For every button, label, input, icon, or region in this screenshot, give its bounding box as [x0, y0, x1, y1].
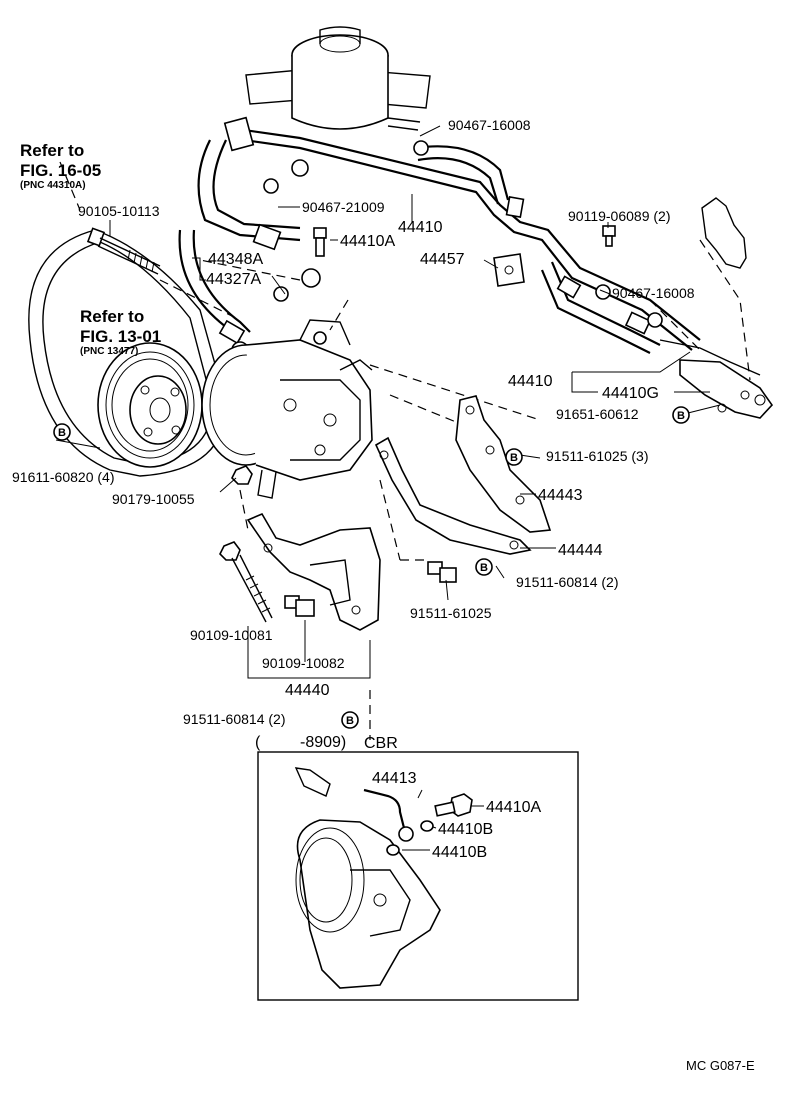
- leader-lines: [55, 125, 721, 851]
- inset-gasket-a: [420, 820, 434, 832]
- pump-bracket-44444: [374, 436, 532, 555]
- steering-gear-housing: [679, 197, 774, 419]
- part-label-90109-10081: 90109-10081: [190, 627, 273, 643]
- vane-pump: [201, 319, 373, 499]
- pnc-note: (PNC 44310A): [20, 180, 86, 191]
- part-label-44410G: 44410G: [602, 385, 659, 402]
- part-label-91511-60814-bottom: 91511-60814 (2): [183, 711, 285, 727]
- part-label-44443: 44443: [538, 487, 583, 504]
- part-label-44413: 44413: [372, 770, 417, 787]
- part-label-44457: 44457: [420, 251, 465, 268]
- bolt-90119: [602, 225, 616, 247]
- part-label-90109-10082: 90109-10082: [262, 655, 345, 671]
- fig-number: FIG. 16-05: [20, 161, 101, 180]
- nut-90179: [231, 465, 253, 485]
- suction-hose: [197, 116, 301, 251]
- fig-number: FIG. 13-01: [80, 327, 161, 346]
- bolt-90105: [86, 227, 161, 275]
- inset-tube-44413: [363, 788, 414, 842]
- bolt-90109-10082: [284, 595, 315, 617]
- pipe-bracket-44457: [493, 253, 525, 287]
- part-label-44410: 44410: [398, 219, 443, 236]
- reference-fig-1605: Refer to FIG. 16-05 (PNC 44310A): [20, 141, 101, 191]
- figure-code: MC G087-E: [686, 1058, 755, 1073]
- part-label-90467-16008: 90467-16008: [448, 117, 531, 133]
- part-label-91511-60814-right: 91511-60814 (2): [516, 574, 618, 590]
- union-bolt-44410A: [313, 227, 327, 257]
- production-range-code: CBR: [364, 735, 398, 752]
- b-badge-icon: B: [341, 711, 359, 729]
- inset-gasket-b: [386, 844, 400, 856]
- drive-belt: [28, 229, 226, 477]
- part-label-91651-60612: 91651-60612: [556, 406, 639, 422]
- b-badge-icon: B: [672, 406, 690, 424]
- part-label-90119-06089: 90119-06089 (2): [568, 208, 670, 224]
- pressure-tube-right: [540, 261, 761, 376]
- b-badge-icon: B: [475, 558, 493, 576]
- refer-to-text: Refer to: [80, 307, 144, 326]
- b-badge-icon: B: [505, 448, 523, 466]
- inset-union-bolt: [434, 793, 473, 817]
- part-label-90467-21009: 90467-21009: [302, 199, 385, 215]
- part-label-91511-61025-3: 91511-61025 (3): [546, 448, 648, 464]
- part-label-91611-60820: 91611-60820 (4): [12, 469, 114, 485]
- pnc-note: (PNC 13477): [80, 346, 138, 357]
- b-badge-icon: B: [53, 423, 71, 441]
- part-label-91511-61025: 91511-61025: [410, 605, 492, 621]
- part-label-44410-right: 44410: [508, 373, 553, 390]
- b-badge-letter: B: [58, 427, 66, 439]
- part-label-44410A: 44410A: [340, 233, 395, 250]
- inset-pump: [295, 819, 441, 989]
- part-label-90179-10055: 90179-10055: [112, 491, 195, 507]
- reservoir-tank: [245, 26, 431, 131]
- part-label-44444: 44444: [558, 542, 603, 559]
- b-badge-letter: B: [677, 410, 685, 422]
- circled-b-badges: B B B B B: [53, 406, 690, 729]
- reference-dash-lines: [59, 161, 751, 740]
- part-label-90467-16008-right: 90467-16008: [612, 285, 695, 301]
- pulley: [97, 342, 203, 468]
- inset-connector: [294, 767, 331, 797]
- pressure-hose-left: [178, 229, 251, 345]
- reference-fig-1301: Refer to FIG. 13-01 (PNC 13477): [80, 307, 161, 357]
- part-label-90105-10113: 90105-10113: [78, 203, 160, 219]
- return-pipe: [229, 126, 701, 351]
- pump-bracket-44443: [455, 395, 552, 533]
- part-label-44410B: 44410B: [438, 821, 493, 838]
- part-label-44440: 44440: [285, 682, 330, 699]
- bolt-91511-61025: [427, 561, 457, 583]
- b-badge-letter: B: [510, 452, 518, 464]
- clamps: [231, 140, 429, 359]
- part-label-44348A: 44348A: [208, 251, 263, 268]
- b-badge-letter: B: [480, 562, 488, 574]
- inset-box: [257, 751, 579, 1001]
- refer-to-text: Refer to: [20, 141, 84, 160]
- bolt-90109-10081: [219, 541, 273, 623]
- b-badge-letter: B: [346, 715, 354, 727]
- part-label-44327A: 44327A: [206, 271, 261, 288]
- part-label-44410B-lower: 44410B: [432, 844, 487, 861]
- part-label-44410A-inset: 44410A: [486, 799, 541, 816]
- part-labels: 90467-16008 90467-21009 44410 90105-1011…: [12, 117, 695, 861]
- production-range-open: (: [255, 734, 261, 751]
- adjusting-bracket-44440: [246, 512, 381, 631]
- production-range-end: -8909): [300, 734, 346, 751]
